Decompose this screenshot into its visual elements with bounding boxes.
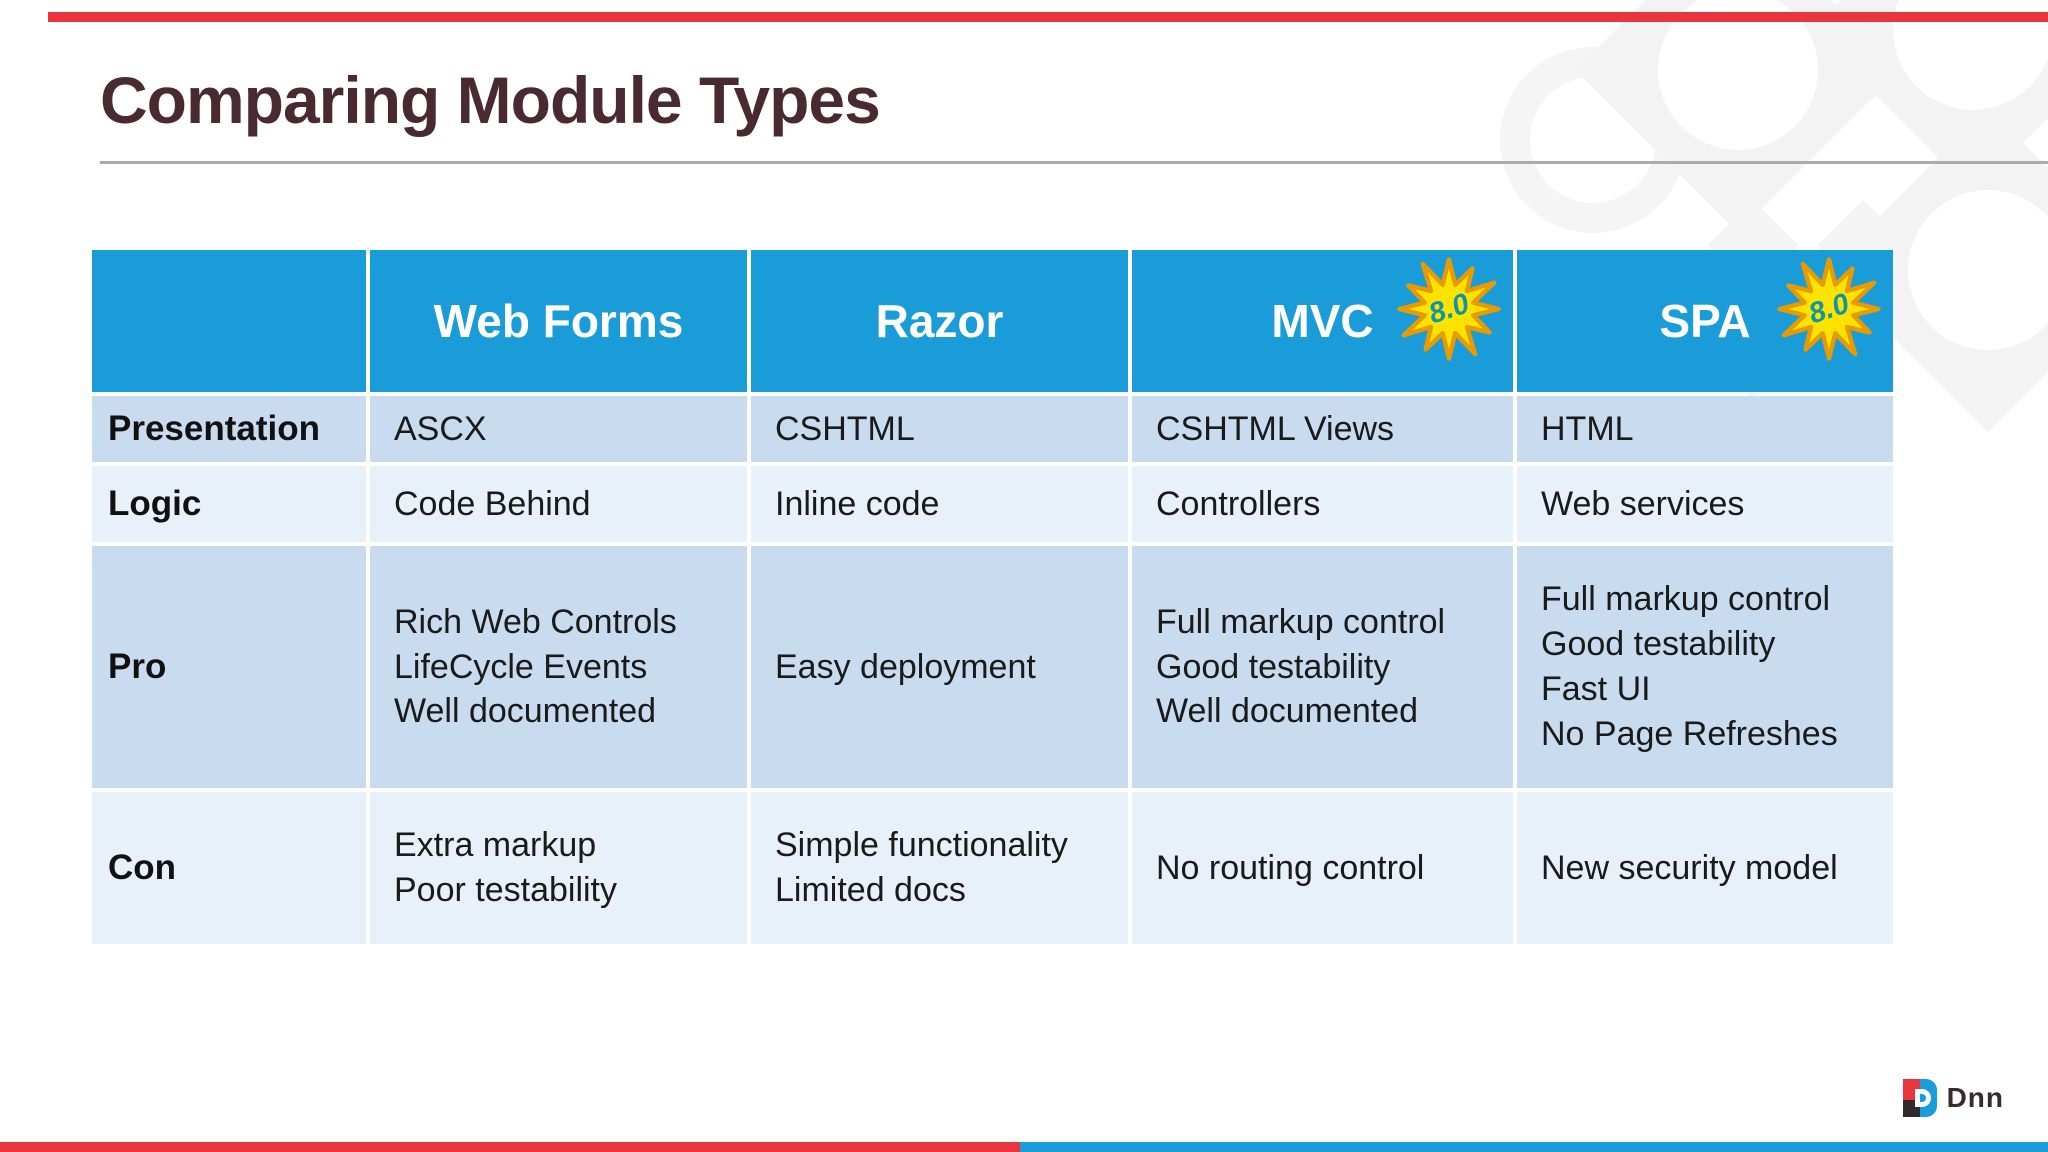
starburst-icon <box>1777 257 1881 361</box>
header-cell-mvc: MVC 8.0 <box>1132 250 1513 392</box>
page-title: Comparing Module Types <box>100 63 881 137</box>
title-divider <box>100 161 2048 164</box>
cell-logic-razor: Inline code <box>751 466 1128 542</box>
cell-line: ASCX <box>394 409 487 448</box>
cell-con-mvc: No routing control <box>1132 792 1513 944</box>
version-badge-mvc: 8.0 <box>1395 255 1503 363</box>
cell-line: Fast UI <box>1541 670 1651 708</box>
cell-line: Code Behind <box>394 484 591 523</box>
row-label-logic: Logic <box>92 466 366 542</box>
row-label-presentation: Presentation <box>92 396 366 462</box>
header-cell-spa: SPA 8.0 <box>1517 250 1893 392</box>
cell-line: Full markup control <box>1156 602 1446 641</box>
cell-presentation-webforms: ASCX <box>370 396 747 462</box>
bottom-accent-bar-red <box>0 1142 1020 1152</box>
cell-logic-webforms: Code Behind <box>370 466 747 542</box>
bottom-accent-bar-blue <box>1020 1142 2048 1152</box>
cell-pro-mvc: Full markup control Good testability Wel… <box>1132 546 1513 788</box>
cell-presentation-spa: HTML <box>1517 396 1893 462</box>
cell-line: No Page Refreshes <box>1541 714 1838 753</box>
header-label-spa: SPA <box>1659 295 1751 347</box>
cell-line: Good testability <box>1156 647 1391 686</box>
dnn-logo-icon <box>1902 1079 1937 1117</box>
cell-pro-spa: Full markup control Good testability Fas… <box>1517 546 1893 788</box>
cell-line: Controllers <box>1156 484 1321 523</box>
cell-line: No routing control <box>1156 848 1425 887</box>
starburst-icon <box>1397 257 1501 361</box>
header-cell-webforms: Web Forms <box>370 250 747 392</box>
header-cell-razor: Razor <box>751 250 1128 392</box>
cell-line: Good testability <box>1541 625 1776 664</box>
cell-pro-razor: Easy deployment <box>751 546 1128 788</box>
row-label-con: Con <box>92 792 366 944</box>
cell-line: Well documented <box>394 692 657 731</box>
cell-line: HTML <box>1541 409 1634 448</box>
cell-logic-mvc: Controllers <box>1132 466 1513 542</box>
cell-line: Web services <box>1541 484 1745 523</box>
cell-line: CSHTML <box>775 409 915 448</box>
cell-con-spa: New security model <box>1517 792 1893 944</box>
dnn-brand: Dnn <box>1902 1078 2004 1118</box>
dnn-wordmark: Dnn <box>1946 1082 2004 1113</box>
header-label-mvc: MVC <box>1271 295 1374 347</box>
cell-line: Inline code <box>775 484 940 523</box>
header-label-webforms: Web Forms <box>433 295 684 347</box>
cell-logic-spa: Web services <box>1517 466 1893 542</box>
cell-line: Well documented <box>1156 692 1419 731</box>
comparison-table: Web Forms Razor MVC 8.0 SPA 8.0 Pre <box>92 250 1893 944</box>
cell-line: Rich Web Controls <box>394 602 677 641</box>
header-label-razor: Razor <box>875 295 1004 347</box>
cell-line: Full markup control <box>1541 580 1831 619</box>
cell-con-webforms: Extra markup Poor testability <box>370 792 747 944</box>
row-label-pro: Pro <box>92 546 366 788</box>
cell-line: Poor testability <box>394 871 617 909</box>
top-accent-bar <box>48 12 2048 22</box>
header-cell-empty <box>92 250 366 392</box>
version-badge-spa: 8.0 <box>1775 255 1883 363</box>
cell-line: Extra markup <box>394 826 597 865</box>
cell-line: Simple functionality <box>775 826 1068 865</box>
cell-presentation-razor: CSHTML <box>751 396 1128 462</box>
cell-con-razor: Simple functionality Limited docs <box>751 792 1128 944</box>
cell-line: New security model <box>1541 848 1838 887</box>
cell-line: LifeCycle Events <box>394 647 648 686</box>
cell-line: CSHTML Views <box>1156 409 1395 448</box>
cell-line: Limited docs <box>775 871 966 909</box>
cell-presentation-mvc: CSHTML Views <box>1132 396 1513 462</box>
cell-pro-webforms: Rich Web Controls LifeCycle Events Well … <box>370 546 747 788</box>
cell-line: Easy deployment <box>775 647 1036 686</box>
